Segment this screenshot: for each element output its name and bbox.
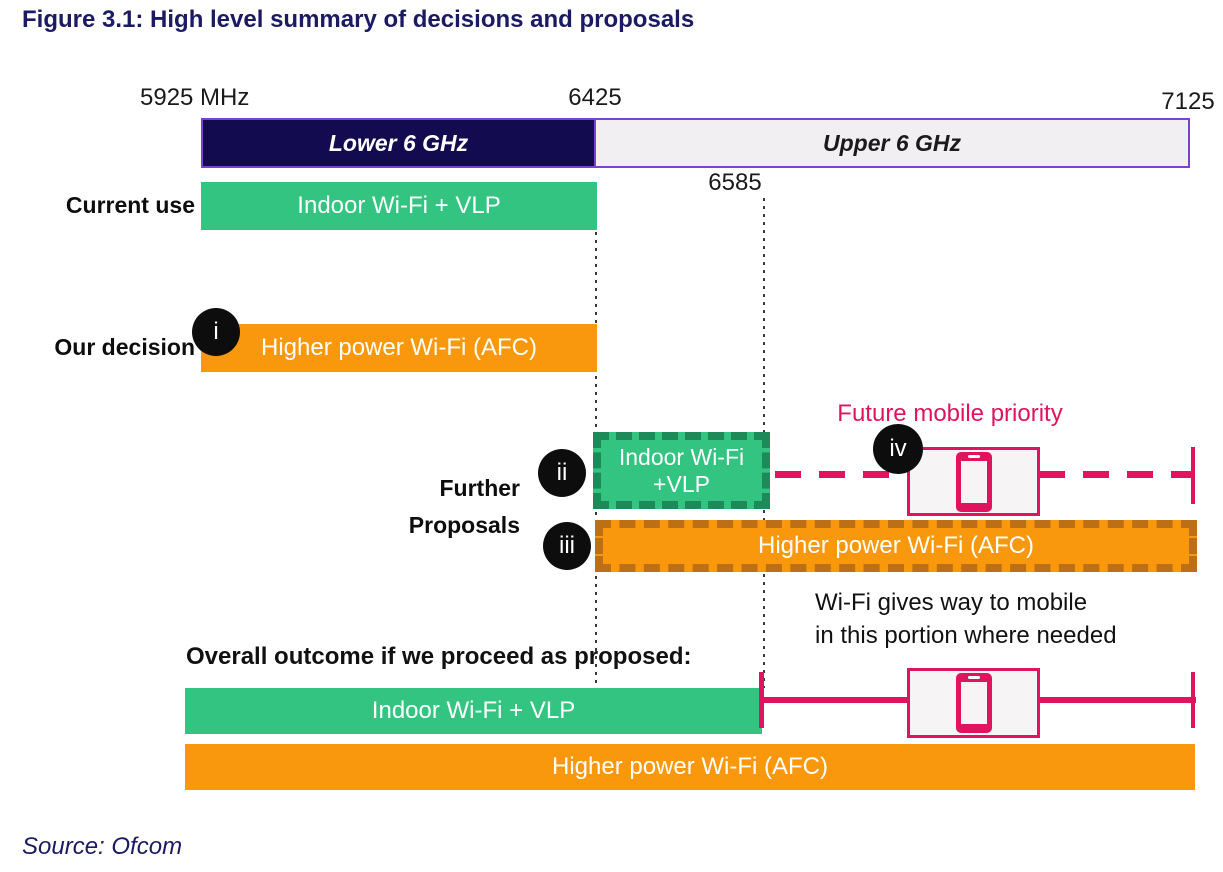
bar-outcome-indoor-wifi: Indoor Wi-Fi + VLP (185, 688, 762, 734)
freq-label-6585: 6585 (708, 169, 762, 196)
marker-iii-badge: iii (543, 522, 591, 570)
bar-decision-afc: Higher power Wi-Fi (AFC) (201, 324, 597, 372)
marker-i-badge: i (192, 308, 240, 356)
phone-screen-detail (960, 682, 987, 724)
mobile-phone-box-outcome (907, 668, 1040, 738)
mobile-priority-solid-line-startcap (759, 672, 764, 728)
mobile-phone-box-proposal (907, 447, 1040, 516)
phone-speaker-detail (967, 454, 980, 458)
row-label-current-use: Current use (65, 192, 195, 218)
row-label-further-proposals: Further Proposals (0, 470, 520, 544)
future-mobile-priority-label: Future mobile priority (837, 400, 1063, 427)
further-label-line1: Further (439, 475, 521, 501)
freq-label-7125: 7125 (1161, 88, 1215, 115)
figure-title: Figure 3.1: High level summary of decisi… (22, 6, 695, 33)
further-label-line2: Proposals (408, 512, 520, 538)
band-upper-6ghz: Upper 6 GHz (594, 118, 1190, 168)
proposal-indoor-line2: +VLP (653, 470, 710, 497)
freq-label-5925: 5925 MHz (140, 84, 250, 111)
bar-proposal-indoor-wifi: Indoor Wi-Fi +VLP (593, 432, 770, 509)
note-line1: Wi-Fi gives way to mobile (815, 589, 1088, 616)
source-credit: Source: Ofcom (22, 833, 183, 860)
bar-current-indoor-wifi: Indoor Wi-Fi + VLP (201, 182, 597, 230)
mobile-priority-dashed-line-endcap (1191, 447, 1195, 504)
wifi-gives-way-note: Wi-Fi gives way to mobile in this portio… (815, 586, 1117, 652)
band-lower-6ghz: Lower 6 GHz (201, 118, 596, 168)
mobile-priority-solid-line-endcap (1191, 672, 1195, 728)
bar-outcome-afc: Higher power Wi-Fi (AFC) (185, 744, 1195, 790)
freq-label-6425: 6425 (568, 84, 622, 111)
outcome-heading: Overall outcome if we proceed as propose… (186, 643, 692, 670)
proposal-indoor-line1: Indoor Wi-Fi (618, 443, 745, 470)
marker-ii-badge: ii (538, 449, 586, 497)
row-label-our-decision: Our decision (54, 334, 195, 360)
mobile-phone-icon (955, 673, 992, 733)
bar-proposal-afc: Higher power Wi-Fi (AFC) (595, 520, 1197, 572)
phone-speaker-detail (967, 676, 980, 679)
phone-screen-detail (960, 460, 987, 503)
note-line2: in this portion where needed (815, 622, 1117, 649)
marker-iv-badge: iv (873, 424, 923, 474)
mobile-phone-icon (955, 451, 992, 512)
